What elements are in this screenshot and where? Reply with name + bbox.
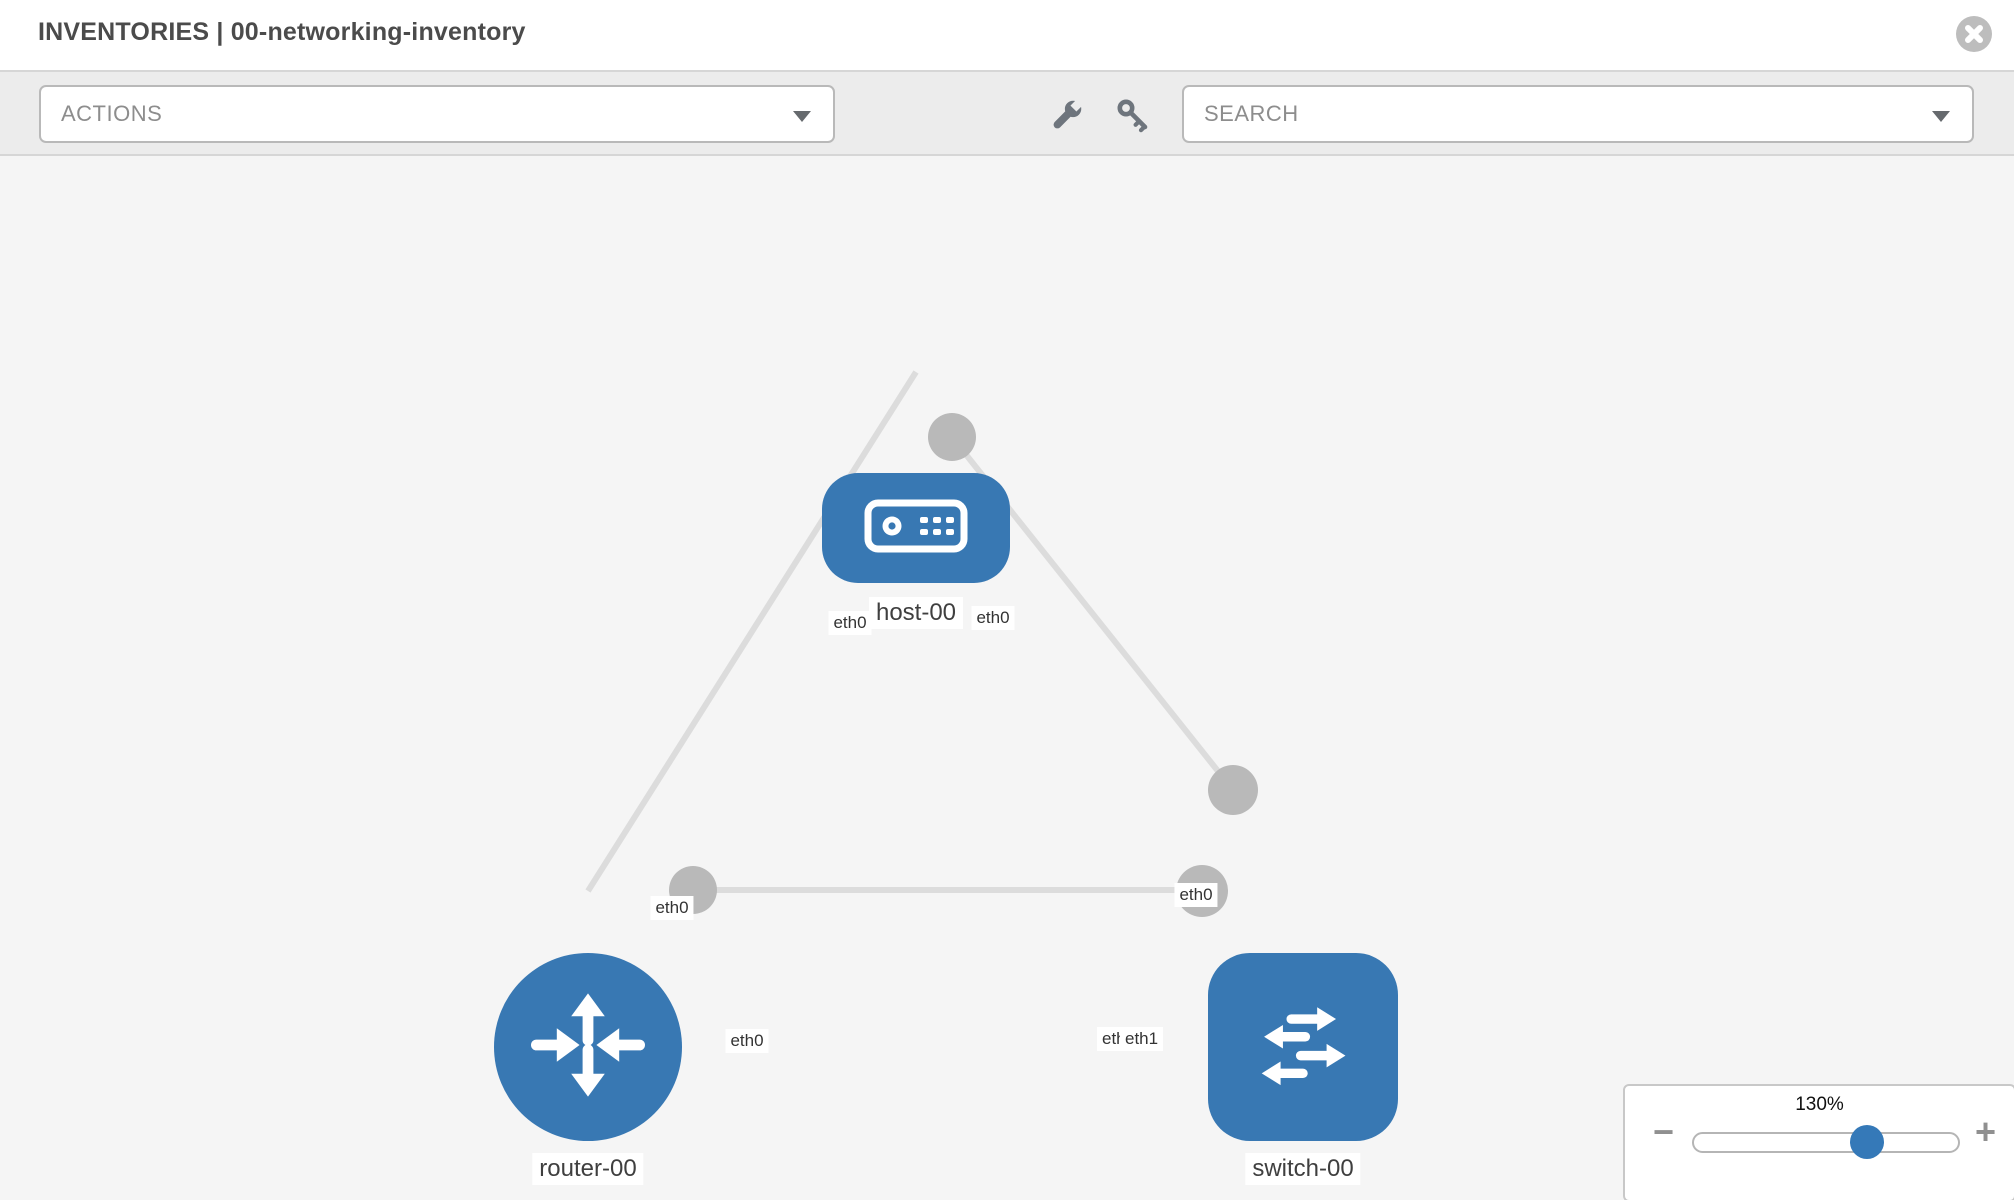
- zoom-slider-handle[interactable]: [1850, 1125, 1884, 1159]
- toolbar: ACTIONS: [0, 72, 2014, 156]
- node-label-host: host-00: [868, 597, 964, 629]
- wrench-icon: [1046, 98, 1086, 140]
- node-host-00[interactable]: [822, 473, 1010, 583]
- zoom-out-button[interactable]: −: [1653, 1111, 1675, 1152]
- chevron-down-icon: [1932, 111, 1950, 122]
- switch-icon: [1244, 986, 1362, 1109]
- zoom-level-value: 130%: [1795, 1094, 1844, 1115]
- interface-dot-switch-eth0[interactable]: [1208, 765, 1258, 815]
- interface-label: eth0: [725, 1029, 769, 1053]
- node-label-router: router-00: [532, 1153, 644, 1185]
- actions-dropdown-label: ACTIONS: [61, 101, 163, 126]
- zoom-control-panel: 130% − +: [1623, 1084, 2014, 1200]
- page-title: INVENTORIES | 00-networking-inventory: [38, 18, 526, 46]
- zoom-in-button[interactable]: +: [1975, 1111, 1997, 1152]
- interface-label: eth0: [828, 611, 872, 635]
- router-icon: [528, 985, 648, 1110]
- node-router-00[interactable]: [494, 953, 682, 1141]
- configure-button[interactable]: [1046, 96, 1086, 136]
- header: INVENTORIES | 00-networking-inventory: [0, 0, 2014, 72]
- interface-label: eth1: [1120, 1027, 1164, 1051]
- actions-dropdown[interactable]: ACTIONS: [39, 85, 835, 143]
- interface-dot-host[interactable]: [928, 413, 976, 461]
- close-button[interactable]: [1956, 16, 1992, 52]
- zoom-slider[interactable]: [1692, 1125, 1960, 1159]
- topology-links-layer: [585, 370, 1258, 917]
- chevron-down-icon: [793, 111, 811, 122]
- key-icon: [1114, 99, 1154, 140]
- node-switch-00[interactable]: [1208, 953, 1398, 1141]
- credentials-button[interactable]: [1114, 96, 1154, 136]
- interface-label: eth0: [971, 606, 1015, 630]
- search-placeholder: SEARCH: [1204, 101, 1299, 126]
- link-host-router[interactable]: [585, 370, 919, 893]
- node-label-switch: switch-00: [1245, 1153, 1361, 1185]
- search-dropdown[interactable]: SEARCH: [1182, 85, 1974, 143]
- interface-label: eth0: [1174, 883, 1218, 907]
- topology-canvas[interactable]: host-00 router-00 switch-00 eth0 eth0 et…: [0, 156, 2014, 1200]
- interface-label: eth0: [650, 896, 694, 920]
- host-icon: [864, 499, 968, 558]
